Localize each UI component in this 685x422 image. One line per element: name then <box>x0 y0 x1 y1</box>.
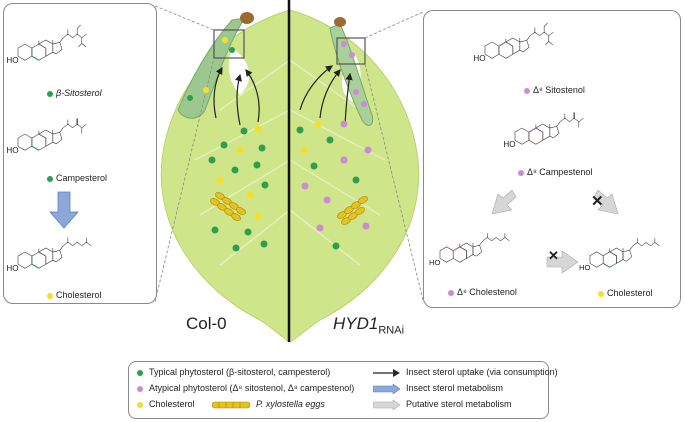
label-campesterol: Campesterol <box>47 173 107 183</box>
typical-dot <box>47 90 53 97</box>
legend-metabolism: Insect sterol metabolism <box>406 383 504 393</box>
legend-atypical: Atypical phytosterol (Δ⁸ sitostenol, Δ⁸ … <box>149 383 355 393</box>
legend-typical-dot <box>137 370 143 376</box>
cholesterol-dot <box>598 290 604 297</box>
svg-text:HO: HO <box>6 146 18 155</box>
legend-metabolism-arrow <box>373 384 401 394</box>
blocked-mark-upper: ✕ <box>591 193 604 210</box>
svg-text:HO: HO <box>429 258 441 267</box>
left-panel <box>3 3 157 304</box>
svg-text:HO: HO <box>6 56 18 65</box>
atypical-dot <box>448 289 454 296</box>
structure-campesterol: HO <box>6 117 88 155</box>
legend-uptake: Insect sterol uptake (via consumption) <box>406 367 558 377</box>
putative-arrow-down-right <box>593 189 619 215</box>
blocked-mark-lower: ✕ <box>548 248 559 263</box>
label-col0: Col-0 <box>186 314 227 333</box>
structure-sitostenol: HO <box>473 22 554 63</box>
typical-dot <box>47 175 53 182</box>
structure-cholesterol-right: HO <box>579 237 660 272</box>
structure-campestenol: HO <box>503 111 585 149</box>
legend-cholesterol-dot <box>137 402 143 408</box>
egg-cluster-left <box>210 192 246 221</box>
label-cholesterol-right: Cholesterol <box>598 288 653 298</box>
zoom-box-right <box>336 37 366 65</box>
structure-sitosterol: HO <box>6 24 87 65</box>
legend-eggs-icon <box>212 401 251 409</box>
label-cholesterol-left: Cholesterol <box>47 290 102 300</box>
hyd1-sterol-dots <box>296 41 372 250</box>
structure-cholesterol-left: HO <box>6 237 92 273</box>
label-hyd1-rnai: HYD1RNAi <box>333 314 405 337</box>
legend-eggs: P. xylostella eggs <box>256 399 325 409</box>
leaf-veins <box>194 59 386 266</box>
putative-arrow-down-left <box>491 189 517 215</box>
svg-text:HO: HO <box>503 140 515 149</box>
label-sitostenol: Δ⁸ Sitostenol <box>524 85 585 95</box>
label-cholestenol: Δ⁸ Cholestenol <box>448 287 517 297</box>
insect-metabolism-arrow <box>49 191 79 229</box>
label-campestenol: Δ⁸ Campestenol <box>518 167 592 177</box>
legend-atypical-dot <box>137 386 143 392</box>
legend-putative-arrow <box>373 400 401 410</box>
svg-text:HO: HO <box>473 54 485 63</box>
legend-putative: Putative sterol metabolism <box>406 399 512 409</box>
legend-uptake-arrow <box>373 369 400 377</box>
legend: Typical phytosterol (β-sitosterol, campe… <box>128 361 558 419</box>
egg-cluster-right <box>337 196 368 225</box>
svg-text:HO: HO <box>579 263 591 272</box>
zoom-box-left <box>213 29 245 59</box>
atypical-dot <box>518 169 524 176</box>
svg-text:HO: HO <box>6 264 18 273</box>
legend-cholesterol: Cholesterol <box>149 399 195 409</box>
atypical-dot <box>524 87 530 94</box>
uptake-arrows <box>213 65 353 126</box>
cholesterol-dot <box>47 292 53 299</box>
structure-cholestenol: HO <box>429 232 510 267</box>
legend-typical: Typical phytosterol (β-sitosterol, campe… <box>149 367 331 377</box>
putative-arrow-right <box>546 250 579 274</box>
label-sitosterol: β-Sitosterol <box>47 88 102 98</box>
col0-sterol-dots <box>187 37 269 252</box>
